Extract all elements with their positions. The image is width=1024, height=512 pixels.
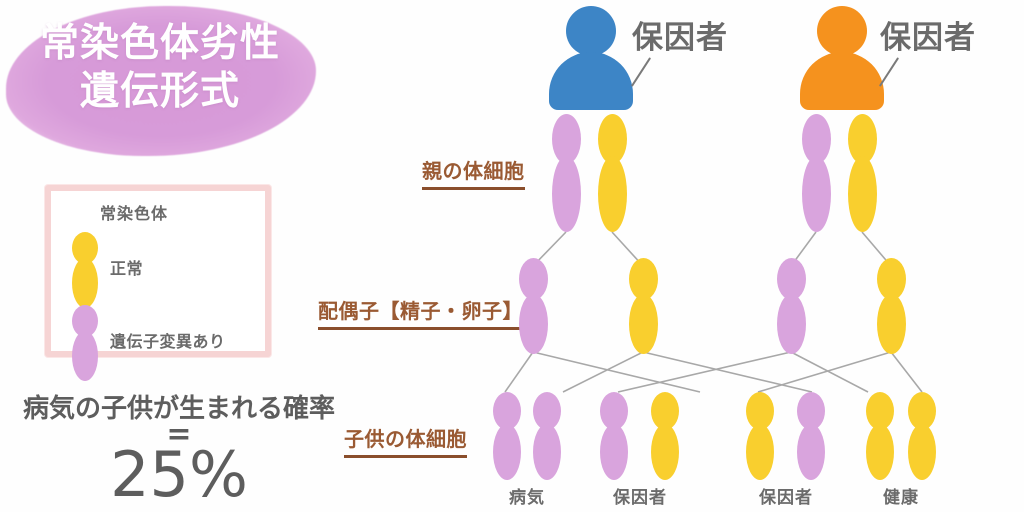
- row-label-parent-somatic: 親の体細胞: [422, 155, 525, 190]
- parent-icon-left: [549, 6, 633, 110]
- parent-label-right: 保因者: [880, 20, 976, 56]
- person-head-icon: [817, 6, 867, 56]
- probability-equals-sign: =: [166, 417, 192, 452]
- page-title-line1: 常染色体劣性: [39, 21, 280, 66]
- probability-caption: 病気の子供が生まれる確率: [22, 394, 335, 424]
- gamete-right-normal: [877, 258, 906, 354]
- parent-label-left: 保因者: [632, 20, 728, 56]
- chromosome-child-1-b: [533, 392, 561, 480]
- gamete-left-mutant: [519, 258, 548, 354]
- probability-value: 25%: [110, 438, 248, 511]
- child-label-3: 保因者: [759, 488, 813, 508]
- chromosome-parent-right-1: [802, 114, 831, 232]
- chromosome-parent-left-2: [598, 114, 627, 232]
- chromosome-child-1-a: [493, 392, 521, 480]
- legend-chromosome-mutant-icon: [72, 305, 98, 381]
- chromosome-child-4-a: [866, 392, 894, 480]
- chromosome-child-3-a: [746, 392, 774, 480]
- chromosome-child-2-a: [600, 392, 628, 480]
- chromosome-child-4-b: [908, 392, 936, 480]
- gamete-left-normal: [629, 258, 658, 354]
- chromosome-parent-right-2: [848, 114, 877, 232]
- chromosome-child-3-b: [797, 392, 825, 480]
- child-label-2: 保因者: [613, 488, 667, 508]
- title-blob-background: [6, 6, 316, 156]
- legend-chromosome-normal-icon: [72, 232, 98, 308]
- legend-heading: 常染色体: [100, 204, 169, 223]
- child-label-4: 健康: [883, 488, 919, 508]
- page-title-line2: 遺伝形式: [79, 68, 240, 114]
- chromosome-parent-left-1: [552, 114, 581, 232]
- row-label-child-somatic: 子供の体細胞: [344, 423, 467, 458]
- gamete-right-mutant: [777, 258, 806, 354]
- child-label-1: 病気: [509, 488, 545, 508]
- legend-label-normal: 正常: [110, 259, 144, 278]
- person-head-icon: [566, 6, 616, 56]
- legend-label-mutant: 遺伝子変異あり: [110, 332, 226, 351]
- row-label-gametes: 配偶子【精子・卵子】: [318, 295, 523, 330]
- parent-icon-right: [800, 6, 884, 110]
- page-title: 常染色体劣性 遺伝形式: [10, 20, 310, 115]
- chromosome-child-2-b: [651, 392, 679, 480]
